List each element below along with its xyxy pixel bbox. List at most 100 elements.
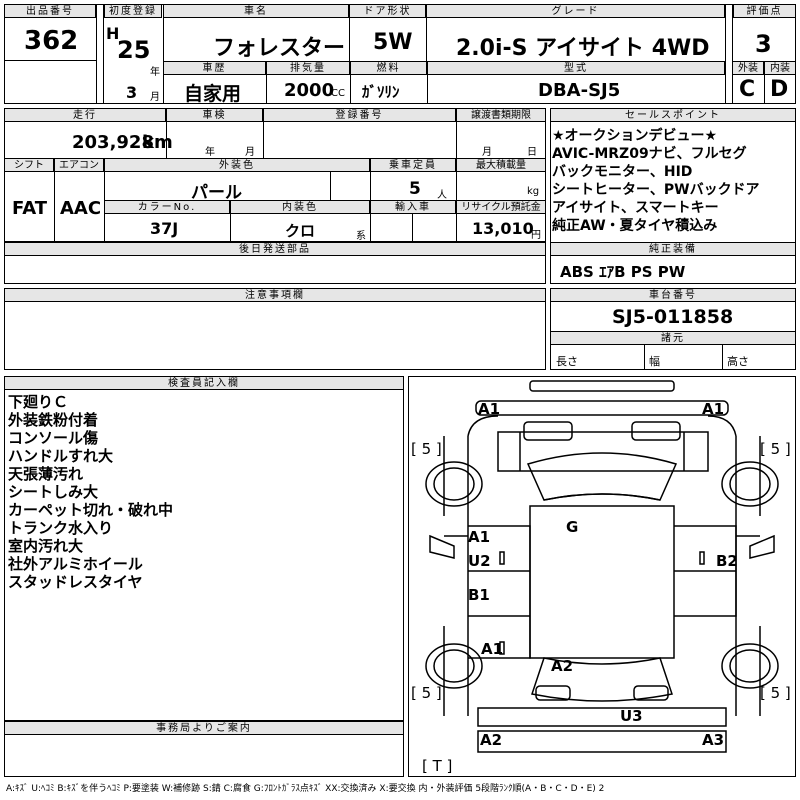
mark-left-rear-door: B1 bbox=[468, 586, 490, 604]
month-unit: 月 bbox=[150, 92, 160, 103]
mark-spare-tire: [ T ] bbox=[422, 757, 453, 775]
registration-year: 25 bbox=[117, 36, 151, 64]
car-diagram-section bbox=[408, 376, 796, 777]
lot-label: 出品番号 bbox=[4, 4, 96, 18]
fuel-label: 燃料 bbox=[350, 61, 427, 75]
shift: FAT bbox=[12, 198, 48, 219]
sales-point: 純正AW・夏タイヤ積込み bbox=[552, 218, 718, 234]
inspector-label: 検査員記入欄 bbox=[4, 376, 404, 390]
height-label: 高さ bbox=[727, 355, 749, 368]
recycle-deposit: 13,010 bbox=[472, 219, 534, 238]
car-diagram bbox=[425, 380, 779, 753]
interior-color: クロ bbox=[285, 222, 316, 240]
color-number: 37J bbox=[150, 219, 179, 238]
capacity-unit: 人 bbox=[437, 190, 447, 201]
damage-legend: A:ｷｽﾞ U:ﾍｺﾐ B:ｷｽﾞを伴うﾍｺﾐ P:要塗装 W:補修跡 S:錆 … bbox=[6, 784, 605, 794]
mark-rear-left: A2 bbox=[480, 731, 503, 749]
mark-right-door: B2 bbox=[716, 552, 738, 570]
sales-points-list: ★オークションデビュー★ AVIC-MRZ09ナビ、フルセグ バックモニター、H… bbox=[552, 127, 760, 235]
inspector-note: 下廻りＣ bbox=[8, 393, 69, 411]
mark-tire-rear-right: [ 5 ] bbox=[760, 684, 791, 702]
era: H bbox=[106, 24, 120, 43]
inspector-section bbox=[4, 376, 404, 721]
inspector-note: スタッドレスタイヤ bbox=[8, 573, 143, 591]
transfer-day-unit: 日 bbox=[527, 147, 537, 158]
mark-left-rear: A1 bbox=[481, 640, 504, 658]
header-section bbox=[4, 4, 796, 104]
caution-label: 注意事項欄 bbox=[4, 288, 546, 302]
specs-label: 諸元 bbox=[550, 331, 796, 345]
lot-number: 362 bbox=[24, 26, 79, 56]
sales-point: アイサイト、スマートキー bbox=[552, 200, 719, 216]
history-label: 車歴 bbox=[163, 61, 266, 75]
registration-month: 3 bbox=[126, 83, 138, 102]
shift-label: シフト bbox=[4, 158, 54, 172]
model-label: 型式 bbox=[427, 61, 725, 75]
inspector-note: 室内汚れ大 bbox=[8, 537, 84, 555]
mark-front-right: A1 bbox=[702, 400, 725, 418]
inspector-note: カーペット切れ・破れ中 bbox=[8, 501, 174, 519]
transfer-deadline-label: 譲渡書類期限 bbox=[456, 108, 546, 122]
inspector-note: ハンドルすれ大 bbox=[8, 447, 114, 465]
mark-rear-bumper: U3 bbox=[620, 707, 643, 725]
interior-grade: D bbox=[770, 77, 789, 102]
fuel: ｶﾞｿﾘﾝ bbox=[362, 83, 400, 101]
later-parts-label: 後日発送部品 bbox=[4, 242, 546, 256]
ac-label: エアコン bbox=[54, 158, 104, 172]
exterior-color: パール bbox=[191, 183, 242, 203]
sales-point: シートヒーター、PWバックドア bbox=[552, 182, 760, 198]
sales-point: バックモニター、HID bbox=[552, 164, 693, 180]
length-label: 長さ bbox=[556, 355, 578, 368]
inspection-month-unit: 月 bbox=[245, 147, 255, 158]
score-label: 評価点 bbox=[733, 4, 796, 18]
width-label: 幅 bbox=[649, 355, 660, 368]
equipment: ABS ｴｱB PS PW bbox=[560, 263, 686, 281]
chassis-label: 車台番号 bbox=[550, 288, 796, 302]
sales-points-label: セールスポイント bbox=[550, 108, 796, 122]
mileage: 203,928 bbox=[72, 132, 154, 153]
inspector-note: コンソール傷 bbox=[8, 429, 99, 447]
inspector-note: シートしみ大 bbox=[8, 483, 99, 501]
transfer-month-unit: 月 bbox=[482, 147, 492, 158]
mark-left-front-door-1: A1 bbox=[468, 528, 491, 546]
mark-rear-right: A3 bbox=[702, 731, 725, 749]
door-type: 5W bbox=[373, 30, 413, 55]
inspection-year-unit: 年 bbox=[205, 147, 215, 158]
sales-point: ★オークションデビュー★ bbox=[552, 128, 718, 144]
door-label: ドア形状 bbox=[349, 4, 426, 18]
exterior-label: 外装 bbox=[732, 61, 764, 75]
import-label: 輸入車 bbox=[370, 200, 456, 214]
inspector-note: トランク水入り bbox=[8, 519, 114, 537]
displacement-label: 排気量 bbox=[266, 61, 350, 75]
inspection-label: 車検 bbox=[166, 108, 263, 122]
displacement: 2000 bbox=[284, 80, 335, 101]
mileage-label: 走行 bbox=[4, 108, 166, 122]
mark-glass: G bbox=[566, 518, 579, 536]
sales-point: AVIC-MRZ09ナビ、フルセグ bbox=[552, 146, 747, 162]
exterior-color-label: 外装色 bbox=[104, 158, 370, 172]
model-code: DBA-SJ5 bbox=[538, 80, 621, 101]
vehicle-details-section bbox=[4, 108, 546, 242]
office-notice-label: 事務局よりご案内 bbox=[4, 721, 404, 735]
first-registration-label: 初度登録 bbox=[104, 4, 162, 18]
inspector-note: 天張薄汚れ bbox=[8, 465, 84, 483]
inspector-notes: 下廻りＣ 外装鉄粉付着 コンソール傷 ハンドルすれ大 天張薄汚れ シートしみ大 … bbox=[8, 393, 173, 591]
interior-label: 内装 bbox=[764, 61, 796, 75]
capacity-label: 乗車定員 bbox=[370, 158, 456, 172]
grade-label: グレード bbox=[426, 4, 725, 18]
recycle-label: リサイクル預託金 bbox=[456, 200, 546, 214]
mark-front-left: A1 bbox=[478, 400, 501, 418]
grade: 2.0i-S アイサイト 4WD bbox=[456, 36, 710, 61]
mark-tire-rear-left: [ 5 ] bbox=[411, 684, 442, 702]
year-unit: 年 bbox=[150, 67, 160, 78]
mark-left-front-door-2: U2 bbox=[468, 552, 491, 570]
recycle-unit: 円 bbox=[531, 230, 541, 241]
car-name: フォレスター bbox=[213, 36, 346, 61]
mark-tire-front-left: [ 5 ] bbox=[411, 440, 442, 458]
equipment-label: 純正装備 bbox=[550, 242, 796, 256]
car-name-label: 車名 bbox=[163, 4, 349, 18]
inspector-note: 外装鉄粉付着 bbox=[8, 411, 99, 429]
score: 3 bbox=[755, 30, 772, 58]
exterior-grade: C bbox=[739, 77, 756, 102]
chassis-number: SJ5-011858 bbox=[612, 306, 734, 328]
